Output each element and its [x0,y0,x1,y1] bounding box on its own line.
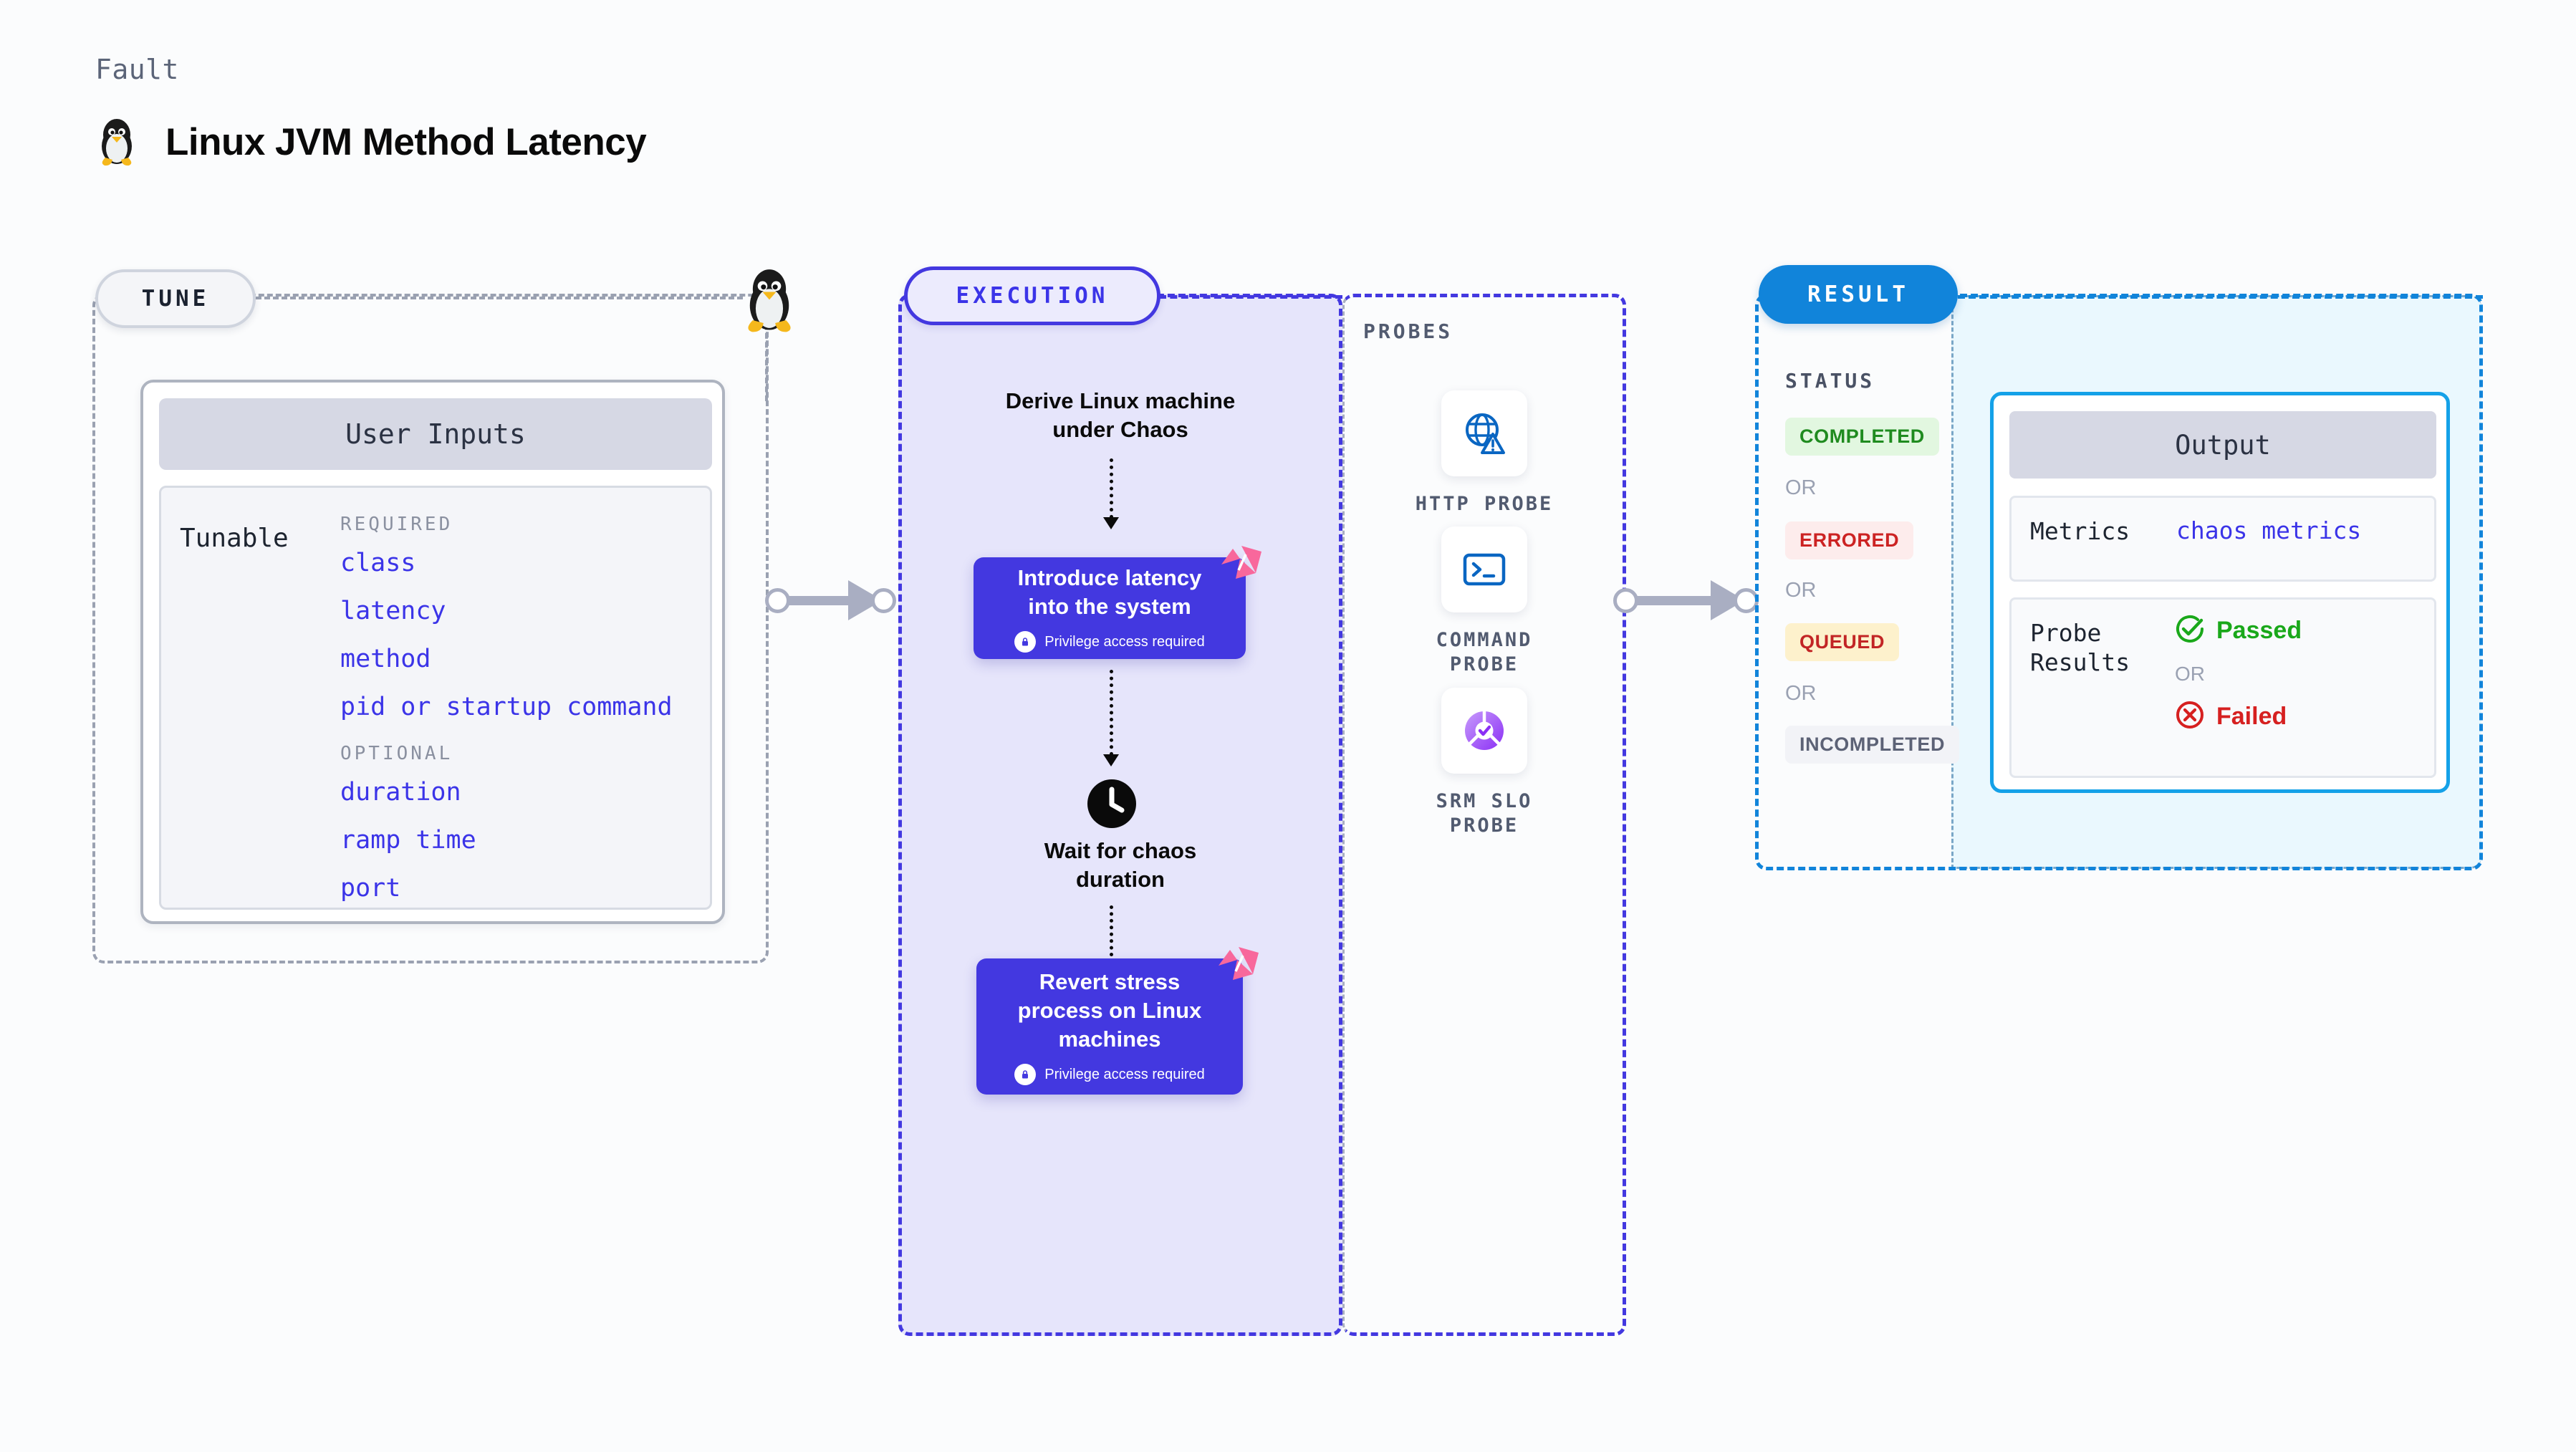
srm-slo-icon [1441,688,1527,774]
tune-chip[interactable]: TUNE [95,269,256,328]
flow-arrow-head-1 [1103,517,1119,529]
output-probe-results-row: Probe Results Passed OR F [2009,597,2436,778]
x-circle-icon [2175,700,2205,734]
output-metrics-key: Metrics [2030,517,2130,545]
tune-to-execution-arrow [765,580,908,620]
tune-dashed-connector [256,297,743,299]
privilege-note: Privilege access required [1014,631,1205,653]
probe-command-label: COMMAND PROBE [1436,629,1533,675]
check-circle-icon [2175,614,2205,648]
flow-arrow-1 [1110,458,1113,519]
flow-arrow-3 [1110,905,1113,970]
status-badge-queued: QUEUED [1785,623,1900,661]
tune-region [92,294,769,963]
clock-icon [1085,777,1139,831]
tunable-latency[interactable]: latency [340,597,446,625]
execution-step-revert-stress[interactable]: Revert stress process on Linux machines … [976,958,1243,1095]
tunable-method[interactable]: method [340,645,431,673]
output-metrics-value[interactable]: chaos metrics [2176,516,2362,544]
probe-result-passed: Passed [2175,614,2302,648]
probe-command[interactable]: COMMAND PROBE [1413,527,1556,677]
probe-result-failed: Failed [2175,700,2287,734]
status-or-2: OR [1785,579,1817,602]
flow-arrow-head-2 [1103,754,1119,766]
tunable-row-label: Tunable [180,524,289,553]
chaos-badge-icon [1216,946,1260,987]
user-inputs-header: User Inputs [159,398,712,470]
tunable-group-required-label: REQUIRED [340,514,453,535]
execution-step-wait-duration: Wait for chaos duration [1044,838,1197,892]
tunable-pid-or-startup-command[interactable]: pid or startup command [340,693,673,721]
execution-dashed-top [1159,295,1342,299]
flow-arrow-2 [1110,670,1113,756]
tune-node-stub [765,315,768,401]
privilege-note: Privilege access required [1014,1064,1205,1086]
tunables-list: REQUIRED class latency method pid or sta… [340,514,698,924]
tunable-ramp-time[interactable]: ramp time [340,826,476,855]
probe-srm-slo[interactable]: SRM SLO PROBE [1413,688,1556,838]
output-probe-results-key: Probe Results [2030,619,2130,677]
tunable-port[interactable]: port [340,874,401,903]
lock-icon [1014,631,1037,653]
status-label: STATUS [1785,369,1875,393]
globe-warning-icon [1441,390,1527,476]
tunable-duration[interactable]: duration [340,778,461,807]
probe-srm-slo-label: SRM SLO PROBE [1436,790,1533,837]
result-chip[interactable]: RESULT [1759,265,1958,324]
status-badge-errored: ERRORED [1785,521,1914,559]
tunables-body: Tunable REQUIRED class latency method pi… [159,486,712,910]
status-or-3: OR [1785,682,1817,705]
output-card: Output Metrics chaos metrics Probe Resul… [1990,392,2450,793]
page-title: Linux JVM Method Latency [165,121,647,163]
tunable-group-optional-label: OPTIONAL [340,743,453,764]
page-kicker: Fault [95,54,179,85]
execution-step-derive-machine: Derive Linux machine under Chaos [1005,388,1236,442]
execution-chip[interactable]: EXECUTION [904,266,1160,325]
lock-icon [1014,1064,1037,1086]
probes-label: PROBES [1363,319,1453,343]
probe-http[interactable]: HTTP PROBE [1413,390,1556,516]
probes-to-result-arrow [1613,580,1778,620]
probe-http-label: HTTP PROBE [1415,493,1554,515]
terminal-icon [1441,527,1527,612]
tux-penguin-icon [736,264,802,334]
page-title-row: Linux JVM Method Latency [95,115,647,170]
tux-penguin-icon [95,115,138,170]
tunable-class[interactable]: class [340,549,416,577]
status-or-1: OR [1785,476,1817,499]
result-dashed-top [1958,295,2483,299]
output-metrics-row: Metrics chaos metrics [2009,496,2436,582]
status-badge-completed: COMPLETED [1785,418,1939,456]
status-badge-incompleted: INCOMPLETED [1785,726,1960,764]
execution-step-introduce-latency[interactable]: Introduce latency into the system Privil… [974,557,1246,659]
chaos-badge-icon [1219,544,1263,586]
probe-result-or: OR [2175,663,2205,685]
user-inputs-card: User Inputs Tunable REQUIRED class laten… [140,380,725,924]
output-card-header: Output [2009,411,2436,479]
probe-failed-label: Failed [2216,703,2287,730]
probe-passed-label: Passed [2216,617,2302,644]
